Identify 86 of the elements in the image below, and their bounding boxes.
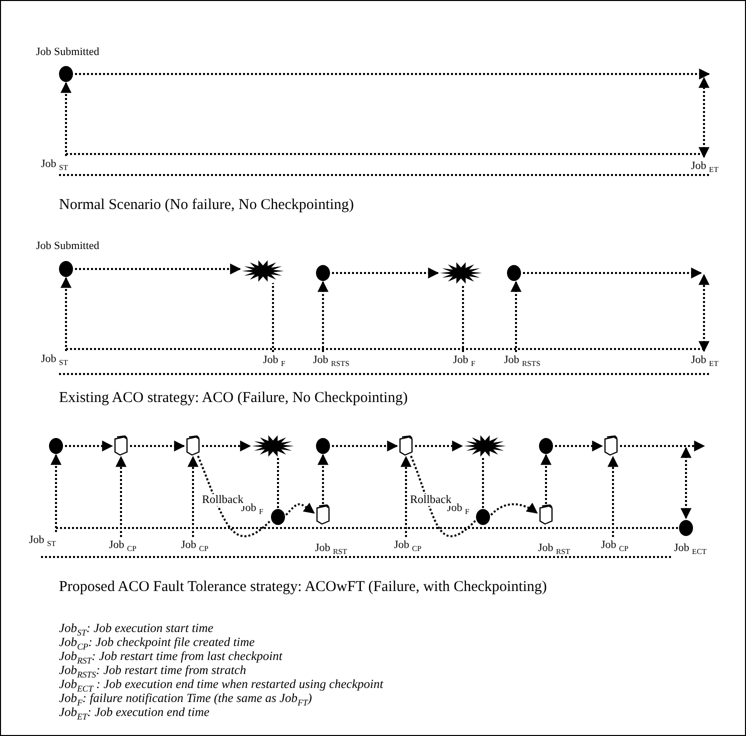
failure-burst-icon [464, 435, 506, 457]
dotted-arrow [116, 456, 126, 537]
event-dot [59, 261, 73, 277]
dotted-arrow [60, 82, 72, 156]
dotted-line [410, 456, 477, 538]
time-label: Job Submitted [36, 45, 100, 59]
time-label: Job $_{RST}$ [315, 541, 348, 558]
dotted-arrow [285, 502, 315, 516]
checkpoint-file-icon [186, 436, 200, 456]
event-dot [316, 438, 330, 454]
time-label: Job $_{RST}$ [538, 541, 570, 558]
dotted-arrow [50, 454, 62, 532]
dotted-arrow [555, 440, 604, 452]
failure-burst-icon [242, 260, 284, 282]
legend-entry: Job$_{ECT}$ : Job execution end time when restarted using checkpoint [59, 677, 384, 694]
checkpoint-file-icon [604, 436, 618, 456]
dotted-line [66, 153, 704, 155]
scenario-title: Normal Scenario (No failure, No Checkpointing) [59, 197, 354, 214]
dotted-arrow [415, 440, 464, 452]
dotted-arrow [60, 276, 72, 351]
dotted-arrow [188, 456, 198, 537]
checkpoint-file-icon [316, 505, 330, 525]
dotted-arrow [490, 502, 538, 516]
time-label: Job $_{CP}$ [181, 538, 208, 556]
time-label: Job Submitted [36, 239, 100, 253]
event-dot [271, 509, 285, 525]
time-label: Job $_{CP}$ [394, 538, 422, 556]
dotted-arrow [318, 280, 328, 352]
dotted-line [56, 527, 678, 529]
dotted-arrow [332, 268, 440, 278]
time-label: Job $_{F}$ [453, 353, 476, 372]
dotted-line [277, 458, 279, 508]
legend-entry: Job$_{ST}$: Job execution start time [59, 621, 214, 638]
legend-entry: Job$_{F}$: failure notification Time (the same as Job$_{FT}$) [59, 691, 312, 708]
dotted-arrow [608, 456, 618, 537]
checkpoint-file-icon [539, 505, 553, 525]
dotted-line [272, 283, 274, 352]
dotted-arrow [523, 268, 702, 278]
dotted-arrow [620, 440, 706, 452]
time-label: Job $_{CP}$ [109, 538, 136, 556]
dotted-arrow [130, 440, 186, 452]
legend-entry: Job$_{ET}$: Job execution end time [59, 705, 210, 724]
scenario-title: Existing ACO strategy: ACO (Failure, No Checkpointing) [59, 390, 408, 407]
checkpoint-file-icon [399, 436, 413, 456]
time-label: Job $_{ET}$ [691, 159, 718, 178]
dotted-arrow [318, 454, 328, 504]
time-label: Job $_{ECT}$ [674, 541, 707, 558]
dotted-arrow [698, 274, 710, 352]
legend-entry: Job$_{RSTS}$: Job restart time from stratch [59, 663, 246, 680]
failure-burst-icon [252, 435, 294, 457]
edge-label: Rollback [201, 494, 245, 506]
time-label: Job $_{ST}$ [41, 157, 68, 176]
event-dot [476, 509, 490, 525]
dotted-line [66, 348, 704, 350]
time-label: Job $_{ET}$ [691, 353, 718, 372]
dotted-arrow [680, 446, 692, 520]
dotted-arrow [65, 440, 114, 452]
dotted-line [197, 456, 272, 538]
dotted-arrow [202, 440, 252, 452]
edge-label: Rollback [409, 494, 453, 506]
dotted-arrow [332, 440, 398, 452]
time-label: Job $_{RSTS}$ [504, 353, 540, 372]
legend-entry: Job$_{RST}$: Job restart time from last checkpoint [59, 649, 282, 666]
event-dot [679, 520, 693, 536]
dotted-line [482, 458, 484, 508]
event-dot [49, 438, 63, 454]
dotted-arrow [75, 264, 242, 274]
dotted-arrow [540, 454, 552, 504]
time-label: Job $_{RSTS}$ [313, 353, 350, 372]
time-label: Job $_{CP}$ [601, 538, 628, 556]
dotted-arrow [698, 76, 710, 158]
dotted-arrow [75, 68, 710, 80]
dotted-arrow [400, 456, 412, 537]
event-dot [59, 66, 73, 82]
failure-burst-icon [440, 262, 482, 284]
time-label: Job $_{F}$ [263, 353, 286, 372]
dotted-line [462, 285, 464, 352]
legend-entry: Job$_{CP}$: Job checkpoint file created time [59, 635, 255, 652]
event-dot [539, 438, 553, 454]
dotted-arrow [510, 280, 522, 352]
checkpoint-file-icon [114, 436, 128, 456]
event-dot [316, 265, 330, 281]
time-label: Job $_{ST}$ [41, 352, 68, 370]
event-dot [507, 265, 521, 281]
time-label: Job $_{ST}$ [29, 533, 56, 552]
scenario-title: Proposed ACO Fault Tolerance strategy: ACOwFT (Failure, with Checkpointing) [59, 579, 547, 596]
